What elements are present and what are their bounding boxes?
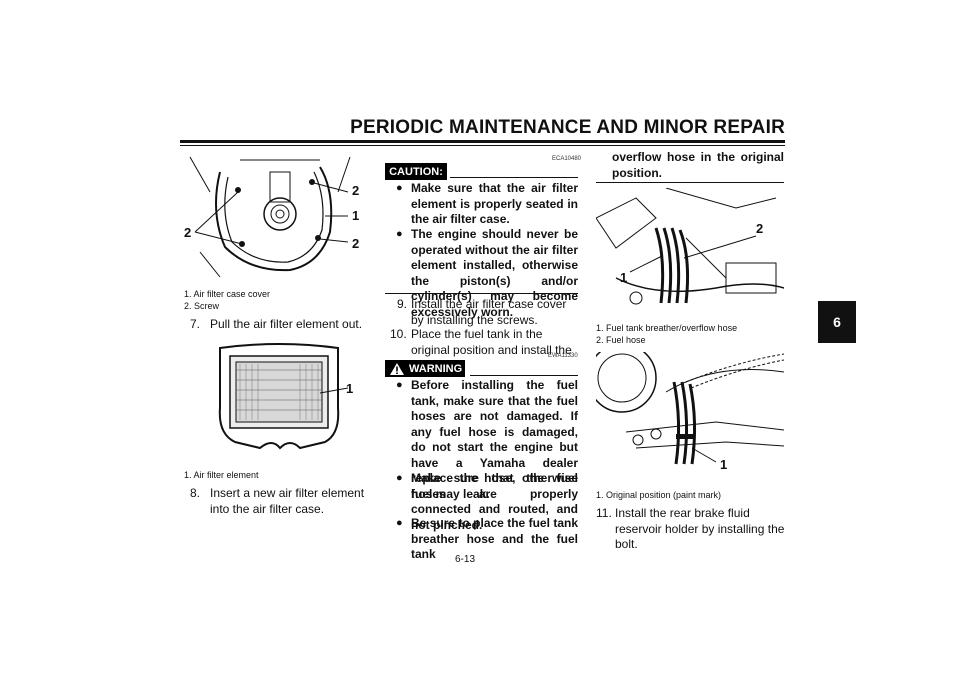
fig4-caption-1: 1. Original position (paint mark) (596, 490, 722, 500)
fig3-caption-1: 1. Fuel tank breather/overflow hose (596, 323, 738, 333)
page-number: 6-13 (455, 554, 476, 565)
warning-bullet-2: ● Make sure that the fuel hoses are prop… (396, 471, 578, 532)
caution-top-rule (450, 177, 578, 178)
fig3-callout-breather-hose: 1 (620, 270, 628, 285)
step-8-text: Insert a new air filter element into the… (210, 486, 365, 516)
step-11-text: Install the rear brake fluid reservoir h… (615, 506, 785, 551)
bullet-dot-icon: ● (396, 472, 403, 484)
warning-bullet-1-text: Before installing the fuel tank, make su… (411, 378, 578, 501)
caution-badge: CAUTION: (385, 163, 447, 180)
figure-air-filter-case-cover (180, 152, 370, 282)
figure-air-filter-element (200, 338, 360, 460)
chapter-tab: 6 (818, 301, 856, 343)
warning-bullet-3-text: Be sure to place the fuel tank breather … (411, 516, 578, 561)
caution-bullet-1: ● Make sure that the air filter element … (396, 181, 578, 228)
step-8: 8. Insert a new air filter element into … (190, 486, 370, 518)
step-9-number: 9. (397, 297, 408, 311)
warning-code: EWA11330 (548, 353, 578, 359)
title-rule (180, 140, 785, 143)
warning-top-rule (470, 375, 578, 376)
warning-bullet-2-text: Make sure that the fuel hoses are proper… (411, 471, 578, 532)
step-11: 11. Install the rear brake fluid reservo… (596, 506, 786, 551)
title-rule-thin (180, 145, 785, 146)
step-10: 10. Place the fuel tank in the original … (390, 327, 579, 372)
bullet-dot-icon: ● (396, 228, 403, 240)
warning-triangle-icon (390, 362, 404, 375)
warning-continued-text: overflow hose in the original position. (612, 150, 784, 180)
caution-code: ECA10480 (552, 156, 582, 162)
step-9-text: Install the air filter case cover by ins… (411, 297, 567, 327)
caution-bottom-rule (385, 293, 578, 294)
step-10-number: 10. (390, 327, 407, 341)
fig1-caption-1: 1. Air filter case cover (184, 289, 271, 299)
caution-bullet-1-text: Make sure that the air filter element is… (411, 181, 578, 226)
fig4-callout-paint-mark: 1 (720, 457, 728, 472)
fig3-callout-fuel-hose: 2 (756, 221, 764, 236)
step-11-number: 11. (596, 506, 612, 520)
warning-bullet-3: ● Be sure to place the fuel tank breathe… (396, 516, 578, 561)
step-7: 7. Pull the air filter element out. (190, 317, 370, 333)
warning-label: WARNING (409, 362, 463, 375)
page-title: PERIODIC MAINTENANCE AND MINOR REPAIR (350, 117, 785, 138)
figure-paint-mark (596, 352, 784, 480)
fig1-callout-screw-top: 2 (352, 183, 360, 198)
step-9: 9. Install the air filter case cover by … (397, 297, 579, 329)
bullet-dot-icon: ● (396, 182, 403, 194)
caution-bullet-2: ● The engine should never be operated wi… (396, 227, 578, 319)
caution-bullet-2-text: The engine should never be operated with… (411, 227, 578, 319)
fig1-callout-cover: 1 (352, 208, 360, 223)
fig2-caption-1: 1. Air filter element (184, 470, 259, 480)
fig1-callout-screw-left: 2 (184, 225, 192, 240)
step-7-text: Pull the air filter element out. (210, 317, 363, 331)
step-7-number: 7. (190, 317, 201, 331)
right-warning-bottom-rule (596, 182, 784, 183)
fig3-caption-2: 2. Fuel hose (596, 335, 646, 345)
fig2-callout-element: 1 (346, 381, 354, 396)
bullet-dot-icon: ● (396, 379, 403, 391)
fig1-callout-screw-bottom: 2 (352, 236, 360, 251)
warning-bullet-1: ● Before installing the fuel tank, make … (396, 378, 578, 501)
figure-fuel-hoses (596, 188, 784, 312)
step-8-number: 8. (190, 486, 201, 500)
bullet-dot-icon: ● (396, 517, 403, 529)
warning-badge: WARNING (385, 360, 465, 377)
fig1-caption-2: 2. Screw (184, 301, 220, 311)
